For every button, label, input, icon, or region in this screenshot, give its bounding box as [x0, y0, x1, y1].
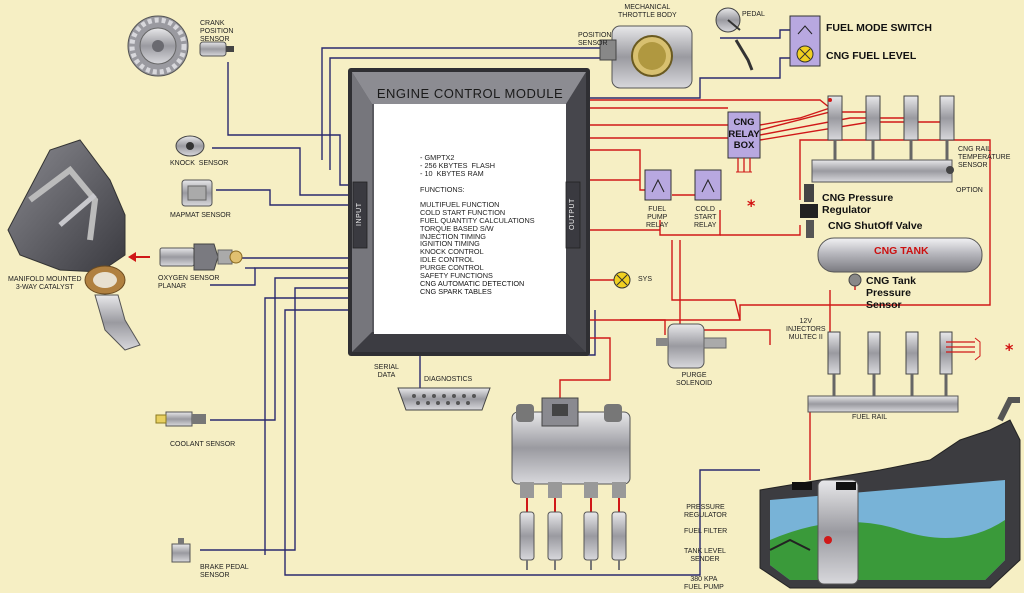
cng-relay-box[interactable] — [727, 111, 761, 173]
position-sensor-label: POSITION SENSOR — [578, 32, 612, 47]
diagnostics-connector[interactable] — [397, 387, 491, 411]
ecm-function: MULTIFUEL FUNCTION — [420, 199, 500, 209]
mapmat-sensor — [181, 179, 213, 207]
cng-injectors — [811, 95, 955, 183]
output-wiring — [559, 99, 991, 480]
coolant-sensor — [155, 411, 206, 427]
mapmat-sensor-label: MAPMAT SENSOR — [170, 212, 231, 219]
fuel-rail-label: FUEL RAIL — [852, 414, 888, 421]
ecm-function: CNG SPARK TABLES — [420, 286, 492, 296]
cng-tank-pressure-sensor-label: CNG Tank Pressure Sensor — [866, 275, 916, 311]
ecm-function: INJECTION TIMING — [420, 231, 486, 241]
ignition-coil — [511, 397, 631, 512]
injectors-label: 12V INJECTORS MULTEC II — [786, 318, 826, 341]
cng-rail-temp-label: CNG RAIL TEMPERATURE SENSOR — [958, 146, 1011, 169]
sys-label: SYS — [638, 276, 653, 283]
throttle-body — [599, 7, 754, 89]
ecm-functions-heading: FUNCTIONS: — [420, 185, 465, 194]
engine-control-module — [348, 68, 590, 356]
cng-pressure-regulator — [800, 184, 818, 238]
brake-pedal-sensor — [171, 538, 191, 563]
oxygen-sensor — [128, 243, 243, 271]
ecm-function: COLD START FUNCTION — [420, 207, 506, 217]
cng-tank-label: CNG TANK — [874, 245, 929, 257]
throttle-body-label: MECHANICAL THROTTLE BODY — [618, 4, 677, 19]
fuel-filter-label: FUEL FILTER — [684, 528, 728, 535]
fuel-pump-label: 380 KPa FUEL PUMP — [684, 576, 724, 591]
fuel-pump-relay-label: FUEL PUMP RELAY — [646, 206, 669, 229]
knock-sensor-label: KNOCK SENSOR — [170, 160, 229, 167]
cng-fuel-level-label: CNG FUEL LEVEL — [826, 50, 917, 62]
connection-dots — [828, 98, 832, 102]
ecm-function: CNG AUTOMATIC DETECTION — [420, 278, 525, 288]
exhaust-manifold — [7, 139, 141, 351]
asterisk-marker: * — [747, 196, 756, 215]
cng-pressure-regulator-label: CNG Pressure Regulator — [822, 192, 894, 216]
tank-level-sender-label: TANK LEVEL SENDER — [684, 548, 726, 563]
manifold-label: MANIFOLD MOUNTED 3-WAY CATALYST — [8, 276, 82, 291]
ecm-function: TORQUE BASED S/W — [420, 223, 494, 233]
ecm-function: IGNITION TIMING — [420, 239, 480, 249]
ecm-function: IDLE CONTROL — [420, 255, 474, 265]
asterisk-marker: * — [1005, 340, 1014, 359]
serial-data-label: SERIAL DATA — [374, 364, 399, 379]
oxygen-sensor-label: OXYGEN SENSOR PLANAR — [158, 275, 220, 290]
fuel-pump-relay — [644, 169, 672, 201]
ecm-function: SAFETY FUNCTIONS — [420, 271, 493, 281]
ecm-spec-line: - GMPTX2 — [420, 153, 455, 162]
purge-solenoid — [656, 323, 727, 369]
knock-sensor — [175, 135, 205, 157]
brake-sensor-label: BRAKE PEDAL SENSOR — [200, 564, 249, 579]
ecm-functions: FUNCTIONS: MULTIFUEL FUNCTION COLD START… — [420, 186, 535, 296]
ecm-spec-line: - 256 KBYTES FLASH — [420, 160, 496, 170]
fuel-tank — [759, 397, 1021, 589]
cold-start-relay-label: COLD START RELAY — [694, 206, 717, 229]
ecm-function: FUEL QUANTITY CALCULATIONS — [420, 215, 535, 225]
pedal-label: PEDAL — [742, 11, 765, 18]
crank-sensor-label: CRANK POSITION SENSOR — [200, 20, 234, 43]
ecm-output-label: OUTPUT — [569, 198, 576, 230]
ecm-function: KNOCK CONTROL — [420, 247, 484, 257]
crank-position-sensor — [127, 15, 234, 77]
ecm-screen: - GMPTX2 - 256 KBYTES FLASH - 10 KBYTES … — [376, 106, 562, 334]
ecm-function: PURGE CONTROL — [420, 263, 484, 273]
cng-relay-box-label: CNG RELAY BOX — [728, 117, 760, 151]
fuel-mode-switch-label: FUEL MODE SWITCH — [826, 22, 932, 34]
coolant-sensor-label: COOLANT SENSOR — [170, 441, 236, 448]
cng-shutoff-valve-label: CNG ShutOff Valve — [828, 220, 923, 232]
spark-plugs — [519, 511, 627, 570]
diagnostics-label: DIAGNOSTICS — [424, 376, 473, 383]
gasoline-injectors — [807, 331, 981, 413]
ecm-spec-line: - 10 KBYTES RAM — [420, 168, 484, 178]
sys-lamp — [613, 271, 631, 289]
purge-solenoid-label: PURGE SOLENOID — [676, 372, 713, 387]
option-label: OPTION — [956, 187, 983, 194]
ecm-specs: - GMPTX2 - 256 KBYTES FLASH - 10 KBYTES … — [420, 154, 495, 178]
pressure-regulator-label: PRESSURE REGULATOR — [684, 504, 727, 519]
cold-start-relay — [694, 169, 722, 201]
cng-tank — [817, 237, 983, 287]
ecm-title: ENGINE CONTROL MODULE — [376, 86, 564, 101]
ecm-input-label: INPUT — [356, 202, 363, 227]
fuel-mode-panel — [789, 15, 821, 67]
